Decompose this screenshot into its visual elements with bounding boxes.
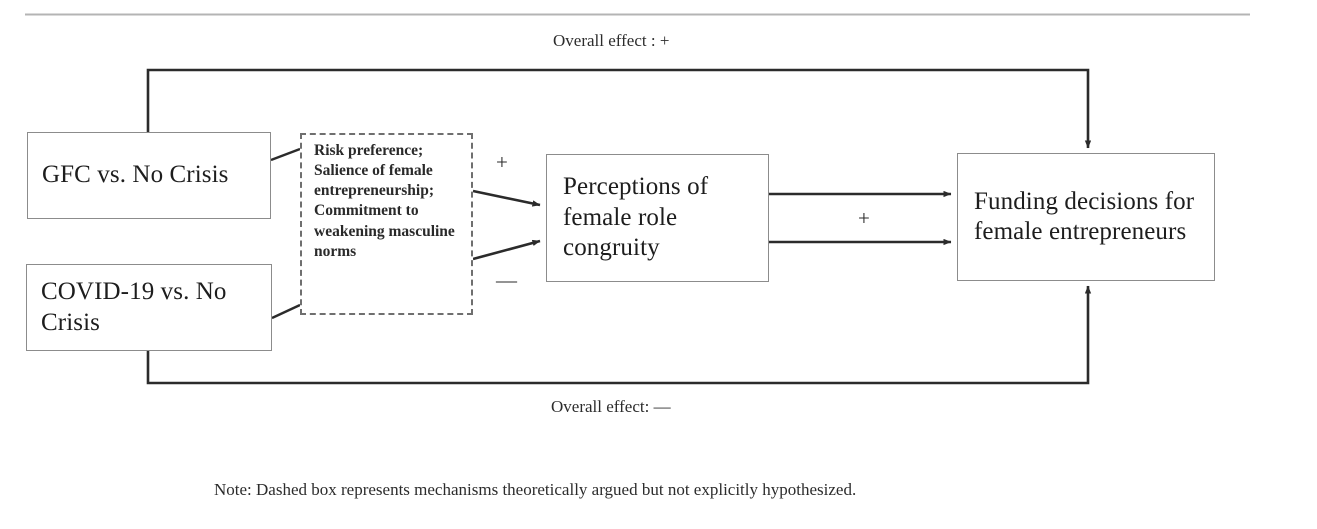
edge-sign-perceptions-to-funding: +	[858, 206, 870, 230]
node-mechanisms-dashed-box: Risk preference; Salience of female entr…	[300, 133, 473, 315]
node-covid-label: COVID-19 vs. No Crisis	[41, 278, 227, 336]
edge-gfc-to-mechanisms	[270, 147, 301, 162]
node-funding-decisions-for-female-entrepreneurs: Funding decisions for female entrepreneu…	[957, 153, 1215, 281]
overall-effect-top-label: Overall effect : +	[553, 31, 670, 50]
edge-sign-covid-to-perceptions: —	[496, 268, 517, 292]
edge-covid-to-mechanisms	[271, 303, 301, 320]
node-perceptions-of-female-role-congruity: Perceptions of female role congruity	[546, 154, 769, 282]
edge-gfc-to-funding-top	[146, 68, 1092, 149]
node-gfc-label: GFC vs. No Crisis	[42, 161, 229, 189]
node-mechanisms-label: Risk preference; Salience of female entr…	[314, 142, 455, 260]
edge-mechanisms-to-perceptions-minus	[472, 239, 541, 261]
node-gfc-vs-no-crisis: GFC vs. No Crisis	[27, 132, 271, 219]
overall-effect-bottom-label: Overall effect: —	[551, 397, 671, 416]
edge-mechanisms-to-perceptions-plus	[472, 189, 541, 207]
node-funding-label: Funding decisions for female entrepreneu…	[974, 187, 1195, 246]
node-perceptions-label: Perceptions of female role congruity	[563, 173, 709, 262]
edge-covid-to-funding-bottom	[146, 285, 1092, 385]
figure-note: Note: Dashed box represents mechanisms t…	[214, 480, 857, 499]
node-covid19-vs-no-crisis: COVID-19 vs. No Crisis	[26, 264, 272, 351]
edge-sign-gfc-to-perceptions: +	[496, 150, 508, 174]
